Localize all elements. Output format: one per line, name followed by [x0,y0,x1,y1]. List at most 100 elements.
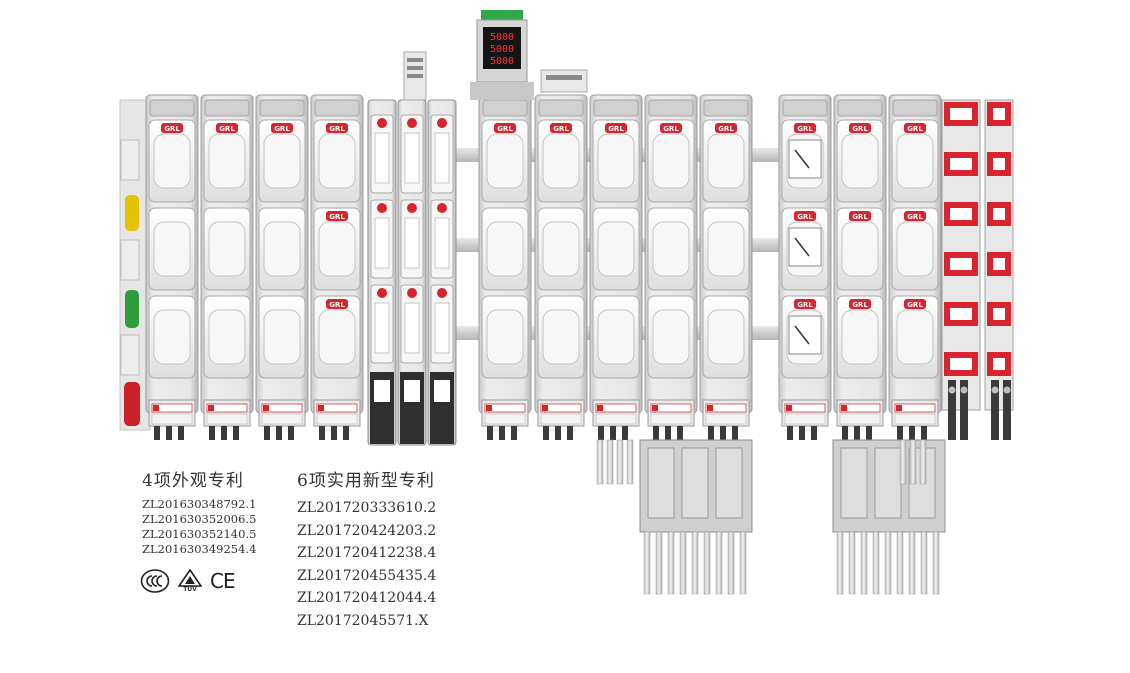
short-pin-group [899,439,927,485]
brand-label: GRL [497,125,513,133]
short-pin [899,439,907,485]
carrier-window [153,221,191,277]
red-clamp-window [993,308,1005,320]
rating-label [206,403,248,413]
design-patents-title: 4项外观专利 [142,471,244,491]
rating-label [784,403,826,413]
extension-block [639,439,753,595]
unit-top-cap [538,99,584,117]
brand-badge: GRL [794,123,816,133]
extension-slot [840,447,868,519]
terminal-pin [567,426,573,440]
narrow-window [404,217,420,269]
narrow-window [374,217,390,269]
brand-label: GRL [329,125,345,133]
brand-badge-bg [904,211,926,221]
utility-patents-block: 6项实用新型专利 ZL201720333610.2 ZL201720424203… [297,466,436,632]
utility-patent-number: ZL20172045571.X [297,612,429,629]
yellow-handle [125,195,139,231]
side-handles [120,139,140,426]
red-busbar-module [984,99,1014,440]
carrier-window [318,133,356,189]
connector-pin [872,531,880,595]
brand-label: GRL [164,125,180,133]
rating-label [261,403,303,413]
inner-contact-line [794,149,810,169]
carrier-window [486,309,524,365]
terminal-pin [288,426,294,440]
terminal-pin [921,426,927,440]
brand-label: GRL [663,125,679,133]
rating-label [540,403,582,413]
narrow-base-window [404,380,420,402]
brand-badge: GRL [794,299,816,309]
red-handle [124,382,140,426]
brand-badge-bg [326,299,348,309]
narrow-fuse-unit [367,99,397,446]
short-pin [909,439,917,485]
terminal-label [316,413,358,425]
extension-slot [647,447,675,519]
brand-label: GRL [907,213,923,221]
tuv-label: TÜV [183,586,197,593]
connector-pin [691,531,699,595]
terminal-label [151,413,193,425]
brand-label: GRL [718,125,734,133]
unit-top-cap [837,99,883,117]
short-pin [596,439,604,485]
rating-label-mark [542,405,548,411]
brand-label: GRL [608,125,624,133]
fuse-switch-unit: GRL [478,94,532,440]
rating-label [705,403,747,413]
narrow-window [374,132,390,184]
terminal-label [784,413,826,425]
brand-badge-bg [849,299,871,309]
fuse-switch-unit: GRL [200,94,254,440]
brand-label: GRL [797,213,813,221]
extension-slot [715,447,743,519]
brand-label: GRL [797,125,813,133]
green-handle [125,290,139,328]
unit-top-cap [482,99,528,117]
terminal-pin [178,426,184,440]
brand-badge: GRL [326,299,348,309]
carrier-window [263,309,301,365]
lower-extension-blocks [596,439,946,595]
terminal-screw [991,386,999,394]
connector-pin [884,531,892,595]
terminal-pin [555,426,561,440]
narrow-window [434,132,450,184]
carrier-window [896,133,934,189]
rating-label-mark [786,405,792,411]
design-patent-number: ZL201630352006.5 [142,512,257,526]
rating-label-mark [263,405,269,411]
carrier-window [896,221,934,277]
short-pin [919,439,927,485]
carrier-window [896,309,934,365]
brand-badge-bg [849,123,871,133]
red-clamp-window [993,108,1005,120]
terminal-pin [799,426,805,440]
carrier-window [707,309,745,365]
terminal-label [206,413,248,425]
terminal-pin [264,426,270,440]
narrow-base-window [434,380,450,402]
rating-label-mark [707,405,713,411]
terminal-label [650,413,692,425]
inner-contact [788,139,822,179]
fuse-switch-unit: GRL [644,94,698,440]
red-clamp-window [950,358,972,370]
brand-badge: GRL [494,123,516,133]
brand-badge-bg [794,123,816,133]
brand-badge-bg [904,299,926,309]
terminal-pin [787,426,793,440]
carrier-window [597,309,635,365]
extension-slot [874,447,902,519]
brand-badge: GRL [715,123,737,133]
narrow-window [374,302,390,354]
design-patents-block: 4项外观专利 ZL201630348792.1 ZL201630352006.5… [142,466,256,557]
brand-label: GRL [274,125,290,133]
narrow-base-window [374,380,390,402]
carrier-window [153,309,191,365]
